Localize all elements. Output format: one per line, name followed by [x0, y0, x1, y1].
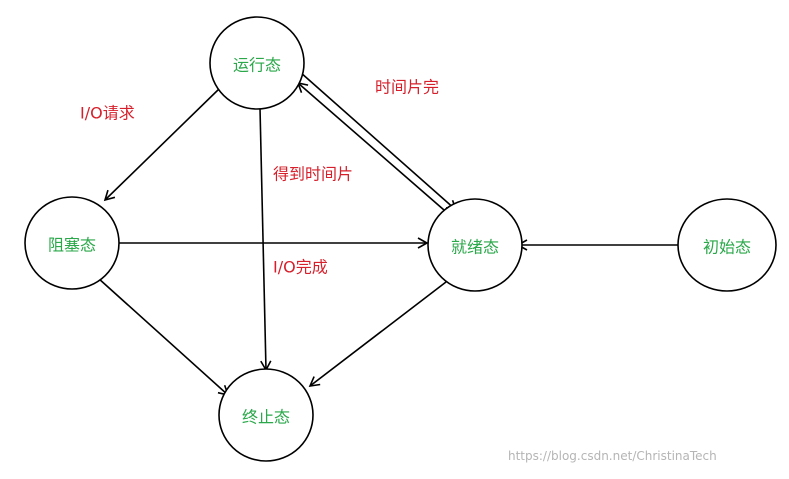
node-running	[209, 16, 305, 110]
label-initial: 初始态	[703, 238, 751, 257]
node-blocked	[24, 196, 120, 290]
edges	[97, 71, 678, 397]
edge-blocked-to-terminated	[97, 277, 230, 397]
edge-label-io-request: I/O请求	[80, 104, 135, 123]
label-ready: 就绪态	[451, 238, 499, 257]
label-terminated: 终止态	[242, 408, 290, 427]
edge-running-to-ready	[299, 71, 458, 212]
watermark: https://blog.csdn.net/ChristinaTech	[508, 449, 717, 463]
label-blocked: 阻塞态	[48, 236, 96, 255]
edge-ready-to-terminated	[308, 281, 447, 388]
edge-ready-to-running	[296, 81, 445, 211]
node-terminated	[218, 368, 314, 462]
nodes	[24, 16, 777, 462]
edge-label-io-complete: I/O完成	[273, 258, 328, 277]
node-initial	[677, 198, 777, 292]
edge-label-time-slice-complete: 时间片完	[375, 78, 439, 97]
edge-label-gets-time-slice: 得到时间片	[273, 165, 353, 184]
edge-running-to-blocked	[103, 87, 221, 202]
edge-running-to-terminated	[259, 107, 272, 372]
node-ready	[427, 198, 523, 292]
label-running: 运行态	[233, 56, 281, 75]
